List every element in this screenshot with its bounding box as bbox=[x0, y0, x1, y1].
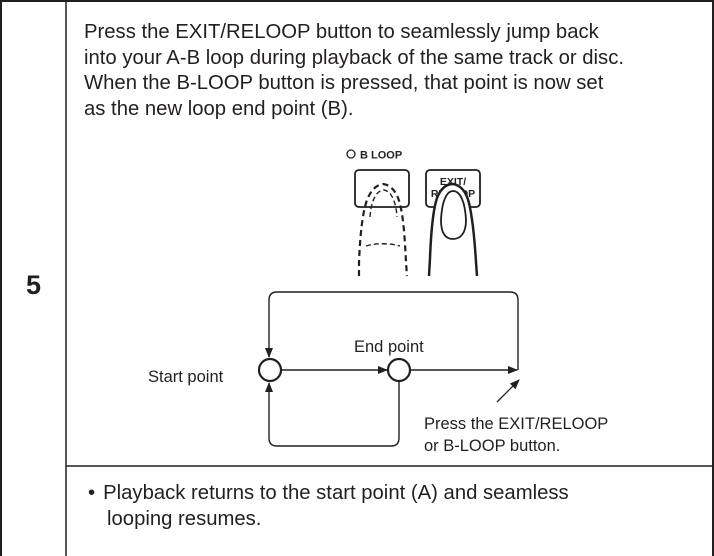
start-point-label: Start point bbox=[148, 368, 224, 386]
note-line: • Playback returns to the start point (A)… bbox=[88, 481, 696, 507]
start-point-node bbox=[257, 357, 283, 383]
press-label-line1: Press the EXIT/RELOOP bbox=[424, 415, 608, 433]
note-line-text: Playback returns to the start point (A) … bbox=[103, 482, 569, 504]
press-pointer-arrow bbox=[496, 379, 520, 403]
press-label-line2: or B-LOOP button. bbox=[424, 437, 560, 455]
note-bullet: • bbox=[88, 482, 96, 504]
instruction-paragraph: Press the EXIT/RELOOP button to seamless… bbox=[84, 20, 696, 122]
bottom-loop-path bbox=[265, 381, 400, 447]
step-number: 5 bbox=[26, 270, 42, 300]
note-paragraph: • Playback returns to the start point (A)… bbox=[88, 481, 696, 532]
note-line: looping resumes. bbox=[107, 507, 262, 530]
top-loop-path bbox=[265, 291, 519, 370]
b-loop-led-icon bbox=[346, 149, 356, 159]
instruction-line: Press the EXIT/RELOOP button to seamless… bbox=[84, 21, 599, 43]
b-loop-button bbox=[354, 169, 410, 208]
end-point-label: End point bbox=[354, 338, 424, 356]
dashed-nail-icon bbox=[365, 189, 401, 247]
instruction-line: into your A-B loop during playback of th… bbox=[84, 46, 624, 69]
dashed-finger-icon bbox=[357, 182, 409, 277]
end-point-node bbox=[386, 357, 412, 383]
instruction-line: When the B-LOOP button is pressed, that … bbox=[84, 72, 604, 94]
instruction-line: as the new loop end point (B). bbox=[84, 97, 354, 120]
solid-nail-icon bbox=[440, 190, 467, 240]
b-loop-label: B LOOP bbox=[360, 150, 402, 162]
